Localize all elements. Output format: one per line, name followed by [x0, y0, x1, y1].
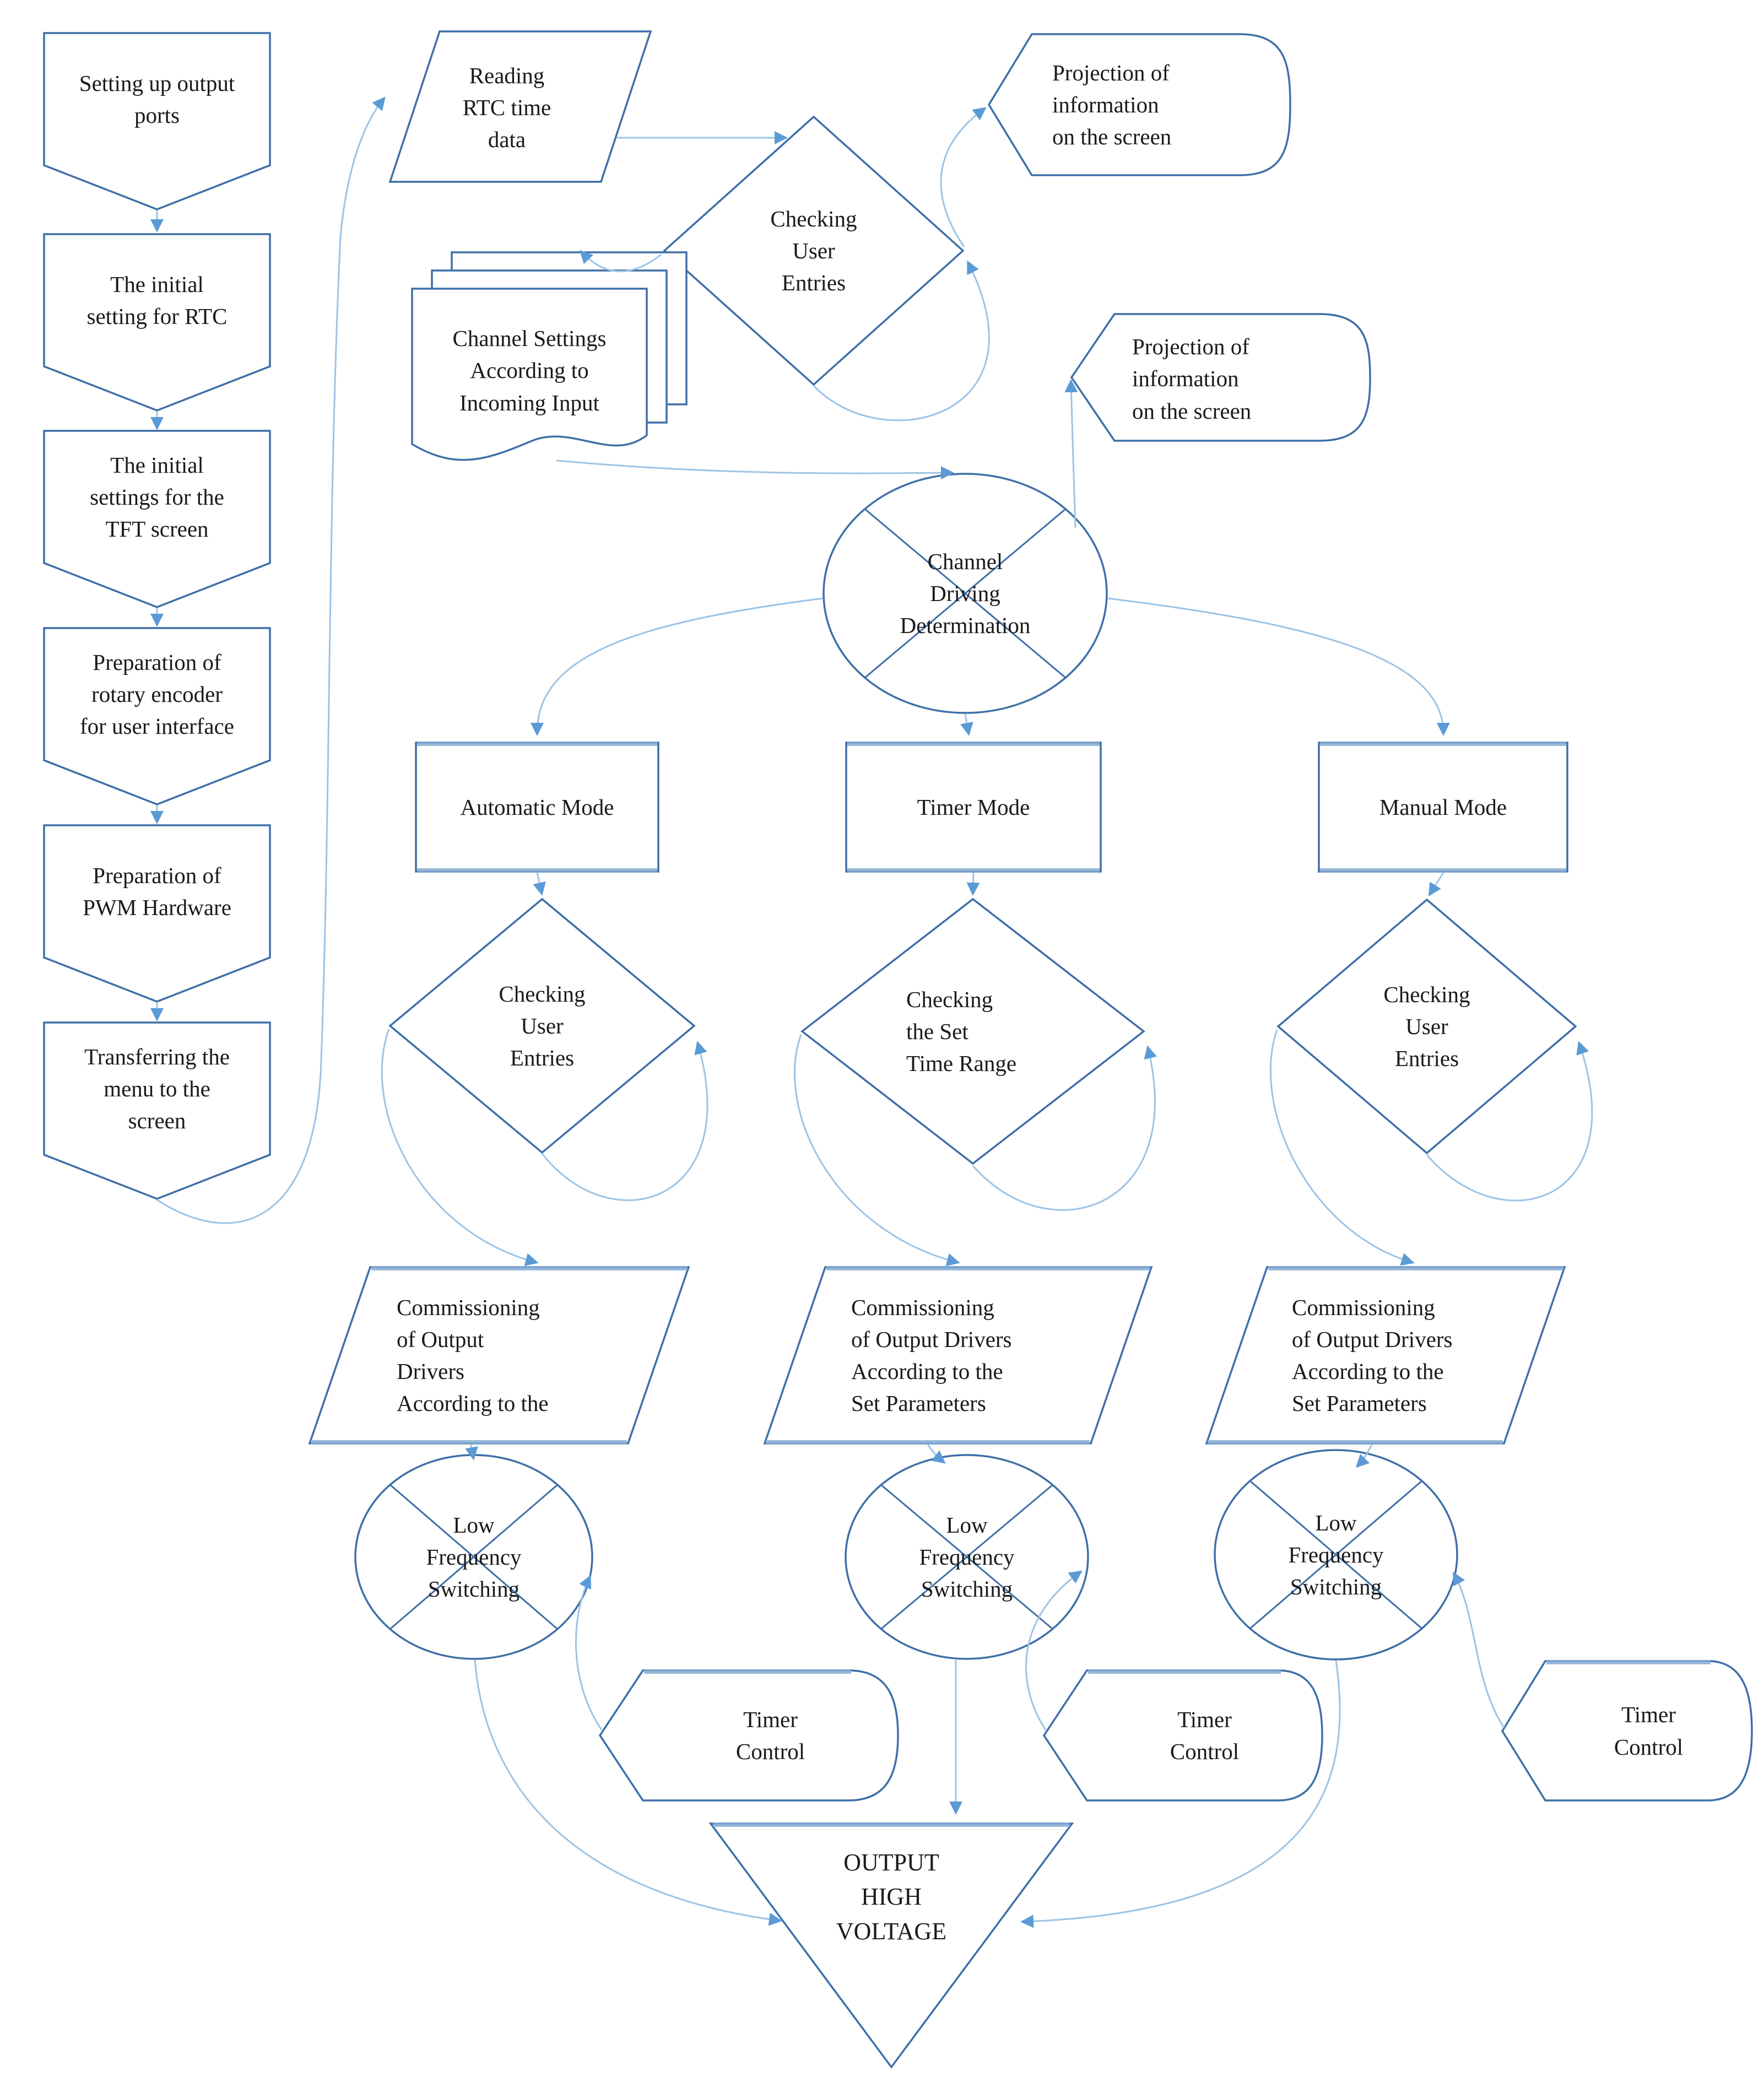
flag-preparation-pwm: [43, 824, 271, 1003]
parallelogram-commissioning-auto-label: Commissioning of Output Drivers Accordin…: [397, 1294, 549, 1416]
connector-lowfreq1-triangle: [474, 1659, 782, 1926]
parallelogram-commissioning-manual-label: Commissioning of Output Drivers Accordin…: [1292, 1294, 1453, 1416]
rect-automatic-mode-label: Automatic Mode: [460, 794, 614, 820]
connector-channel-driving-projection2: [1064, 379, 1078, 528]
rect-manual-mode-label: Manual Mode: [1379, 794, 1507, 820]
junction-low-freq-3-x2: [1249, 1480, 1422, 1630]
connector-diamondB-commissioning: [793, 1034, 960, 1267]
diamond-checking-manual-label: Checking User Entries: [1383, 981, 1470, 1072]
junction-low-freq-2-x2: [880, 1484, 1053, 1630]
diamond-checking-auto: [388, 897, 696, 1154]
flag-preparation-rotary-encoder: [43, 627, 271, 805]
connector-diamondB-self-loop: [972, 1045, 1157, 1211]
connector-lowfreq3-triangle: [1020, 1660, 1341, 1928]
diamond-checking-timer: [800, 897, 1145, 1165]
parallelogram-reading-rtc-label: Reading RTC time data: [462, 62, 551, 153]
connector-flag6-reading-rtc: [156, 96, 386, 1224]
connector-channel-driving-automatic: [531, 597, 824, 736]
connector-automatic-diamondA: [533, 872, 546, 896]
flag-preparation-rotary-encoder-label: Preparation of rotary encoder for user i…: [80, 649, 234, 739]
junction-low-freq-1-label: Low Frequency Switching: [426, 1512, 522, 1602]
connector-channel-driving-manual: [1107, 597, 1450, 736]
connector-commissioningA-lowfreq1: [465, 1444, 478, 1461]
rect-manual-mode: [1318, 742, 1568, 873]
connector-diamond1-self-loop: [813, 260, 990, 421]
junction-low-freq-2-label: Low Frequency Switching: [919, 1512, 1015, 1602]
flag-initial-setting-rtc: [43, 233, 271, 412]
display-projection-2-label: Projection of information on the screen: [1132, 334, 1252, 424]
display-timer-control-3-label: Timer Control: [1614, 1702, 1684, 1760]
diamond-checking-top-label: Checking User Entries: [770, 205, 857, 296]
flag-initial-settings-tft-label: The initial settings for the TFT screen: [90, 452, 224, 542]
connector-commissioningB-lowfreq2: [927, 1444, 946, 1464]
connector-commissioningC-lowfreq3: [1355, 1444, 1373, 1468]
connector-timer-control1-lowfreq1: [575, 1575, 603, 1730]
connector-channel-driving-timer: [960, 713, 973, 736]
junction-channel-driving-label: Channel Driving Determination: [900, 548, 1031, 639]
connector-diamondA-commissioning: [381, 1029, 539, 1266]
connector-manual-diamondC: [1428, 872, 1444, 897]
connector-timer-control2-lowfreq2: [1025, 1570, 1083, 1730]
display-timer-control-3: [1501, 1660, 1753, 1802]
diamond-checking-manual: [1276, 898, 1577, 1155]
display-projection-2: [1070, 313, 1371, 442]
display-timer-control-2-label: Timer Control: [1170, 1706, 1240, 1764]
parallelogram-commissioning-timer-label: Commissioning of Output Drivers Accordin…: [851, 1294, 1012, 1416]
junction-low-freq-3-label: Low Frequency Switching: [1288, 1510, 1384, 1600]
flag-setting-output-ports: [43, 32, 271, 210]
display-timer-control-1: [598, 1669, 899, 1802]
junction-low-freq-1-x2: [389, 1484, 558, 1630]
diamond-checking-user-entries-top: [663, 115, 965, 386]
flag-initial-settings-tft: [43, 430, 271, 608]
connector-timer-control3-lowfreq3: [1453, 1571, 1505, 1728]
rect-timer-mode-label: Timer Mode: [917, 794, 1030, 820]
triangle-output-high-voltage-label: OUTPUT HIGH VOLTAGE: [836, 1849, 947, 1945]
rect-timer-mode: [845, 742, 1102, 873]
connector-diamondC-commissioning: [1269, 1029, 1415, 1266]
multidoc-channel-settings: [411, 288, 648, 461]
display-projection-1: [987, 33, 1291, 176]
diamond-checking-auto-label: Checking User Entries: [499, 981, 586, 1071]
display-timer-control-2: [1042, 1669, 1323, 1802]
connector-multidoc-channel-driving: [556, 459, 954, 480]
display-timer-control-1-label: Timer Control: [735, 1706, 805, 1764]
multidoc-channel-settings-label: Channel Settings According to Incoming I…: [452, 326, 607, 415]
flag-transferring-menu: [43, 1021, 271, 1200]
junction-channel-driving-x2: [864, 508, 1066, 679]
connector-diamond1-multidoc: [579, 250, 662, 272]
diamond-checking-timer-label: Checking the Set Time Range: [906, 986, 1017, 1077]
flag-setting-output-ports-label: Setting up output ports: [79, 70, 235, 128]
flag-preparation-pwm-label: Preparation of PWM Hardware: [83, 862, 231, 920]
connector-diamondA-self-loop: [541, 1041, 708, 1202]
parallelogram-reading-rtc: [388, 30, 652, 183]
flag-transferring-menu-label: Transferring the menu to the screen: [84, 1043, 230, 1134]
connector-diamondC-self-loop: [1426, 1041, 1593, 1202]
connector-diamond1-projection1: [940, 107, 987, 247]
display-projection-1-label: Projection of information on the screen: [1052, 60, 1172, 150]
flag-initial-setting-rtc-label: The initial setting for RTC: [86, 271, 228, 329]
